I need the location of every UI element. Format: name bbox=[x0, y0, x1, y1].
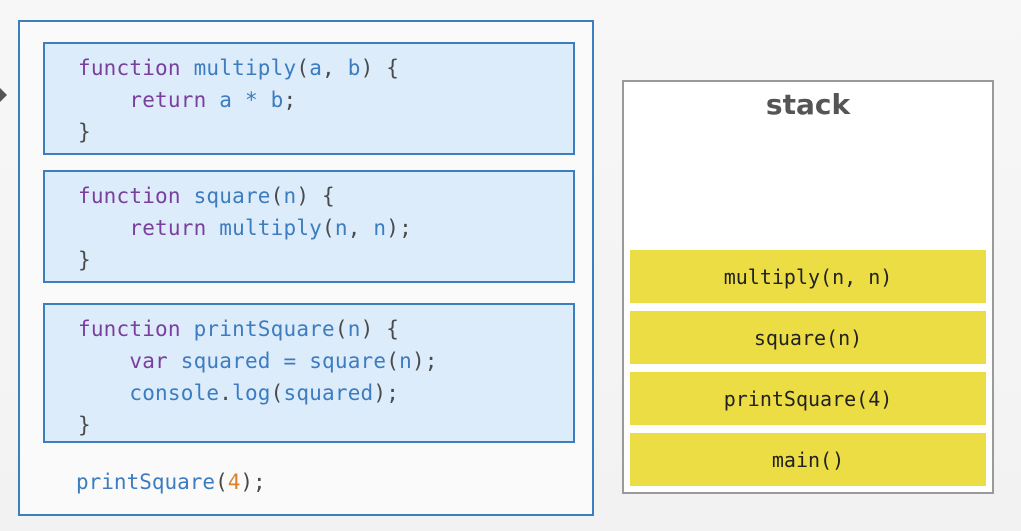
code-token: ); bbox=[411, 349, 438, 373]
code-token bbox=[78, 381, 129, 405]
code-panel: function multiply(a, b) { return a * b;}… bbox=[18, 20, 594, 516]
stack-frame: multiply(n, n) bbox=[630, 250, 986, 303]
function-block-multiply: function multiply(a, b) { return a * b;} bbox=[43, 42, 575, 155]
code-token: ( bbox=[215, 470, 228, 494]
code-token bbox=[78, 88, 129, 112]
code-line: function printSquare(n) { bbox=[78, 313, 399, 345]
code-token: ( bbox=[386, 349, 400, 373]
stack-frame: printSquare(4) bbox=[630, 372, 986, 425]
code-line: } bbox=[78, 244, 91, 276]
code-token: printSquare bbox=[193, 317, 335, 341]
code-token: ; bbox=[283, 88, 297, 112]
code-token: n bbox=[334, 216, 348, 240]
code-token: function bbox=[78, 184, 181, 208]
code-token: ); bbox=[240, 470, 266, 494]
code-token bbox=[181, 56, 194, 80]
code-token: ( bbox=[334, 317, 348, 341]
code-token: n bbox=[347, 317, 361, 341]
code-line: } bbox=[78, 409, 91, 441]
code-token: 4 bbox=[227, 470, 241, 494]
code-line: var squared = square(n); bbox=[78, 345, 438, 377]
code-token: n bbox=[283, 184, 297, 208]
stack-frames: multiply(n, n) square(n) printSquare(4) mai… bbox=[630, 250, 986, 494]
code-token: function bbox=[78, 317, 181, 341]
code-token: ) { bbox=[296, 184, 335, 208]
code-token: b bbox=[347, 56, 361, 80]
code-token: ) { bbox=[360, 56, 400, 80]
code-token: squared bbox=[283, 381, 374, 405]
code-token: squared bbox=[180, 349, 271, 373]
code-token: ); bbox=[373, 381, 400, 405]
function-block-printsquare: function printSquare(n) { var squared = … bbox=[43, 303, 575, 443]
code-token: return bbox=[129, 88, 207, 112]
code-line: function square(n) { bbox=[78, 180, 335, 212]
stack-title: stack bbox=[765, 88, 851, 121]
code-token: } bbox=[78, 413, 91, 437]
code-line: } bbox=[78, 116, 91, 148]
code-token: b bbox=[270, 88, 284, 112]
code-token bbox=[181, 184, 194, 208]
code-token: a bbox=[219, 88, 233, 112]
code-token: , bbox=[347, 216, 374, 240]
code-token: } bbox=[78, 248, 91, 272]
code-token: ); bbox=[386, 216, 412, 240]
code-token: . bbox=[219, 381, 233, 405]
code-token bbox=[78, 349, 129, 373]
code-token: log bbox=[232, 381, 271, 405]
code-token: ( bbox=[270, 381, 284, 405]
code-token: console bbox=[129, 381, 220, 405]
code-token bbox=[168, 349, 181, 373]
code-token bbox=[181, 317, 194, 341]
code-token: * bbox=[232, 88, 271, 112]
code-token: printSquare bbox=[76, 470, 216, 494]
code-token: return bbox=[129, 216, 207, 240]
code-token: ( bbox=[296, 56, 310, 80]
code-token: = bbox=[270, 349, 310, 373]
code-token: function bbox=[78, 56, 181, 80]
code-token: } bbox=[78, 120, 91, 144]
code-line: return multiply(n, n); bbox=[78, 212, 412, 244]
code-token: n bbox=[373, 216, 387, 240]
code-token: ( bbox=[270, 184, 284, 208]
code-token bbox=[206, 216, 219, 240]
main-call-line: printSquare(4); bbox=[76, 466, 266, 498]
code-token bbox=[78, 216, 129, 240]
code-token: a bbox=[309, 56, 323, 80]
code-line: function multiply(a, b) { bbox=[78, 52, 399, 84]
code-token: var bbox=[129, 349, 168, 373]
code-line: return a * b; bbox=[78, 84, 296, 116]
stack-frame: square(n) bbox=[630, 311, 986, 364]
code-token: ) { bbox=[360, 317, 400, 341]
code-token: multiply bbox=[193, 56, 297, 80]
function-block-square: function square(n) { return multiply(n, … bbox=[43, 170, 575, 283]
code-token: multiply bbox=[219, 216, 323, 240]
code-token: square bbox=[193, 184, 271, 208]
stack-frame: main() bbox=[630, 433, 986, 486]
code-token: square bbox=[309, 349, 387, 373]
code-token: n bbox=[399, 349, 412, 373]
code-line: console.log(squared); bbox=[78, 377, 399, 409]
arrow-right-icon bbox=[0, 88, 7, 102]
code-token bbox=[206, 88, 219, 112]
code-token: ( bbox=[322, 216, 335, 240]
code-token: , bbox=[322, 56, 348, 80]
stack-panel: stack multiply(n, n) square(n) printSquare… bbox=[622, 80, 994, 494]
